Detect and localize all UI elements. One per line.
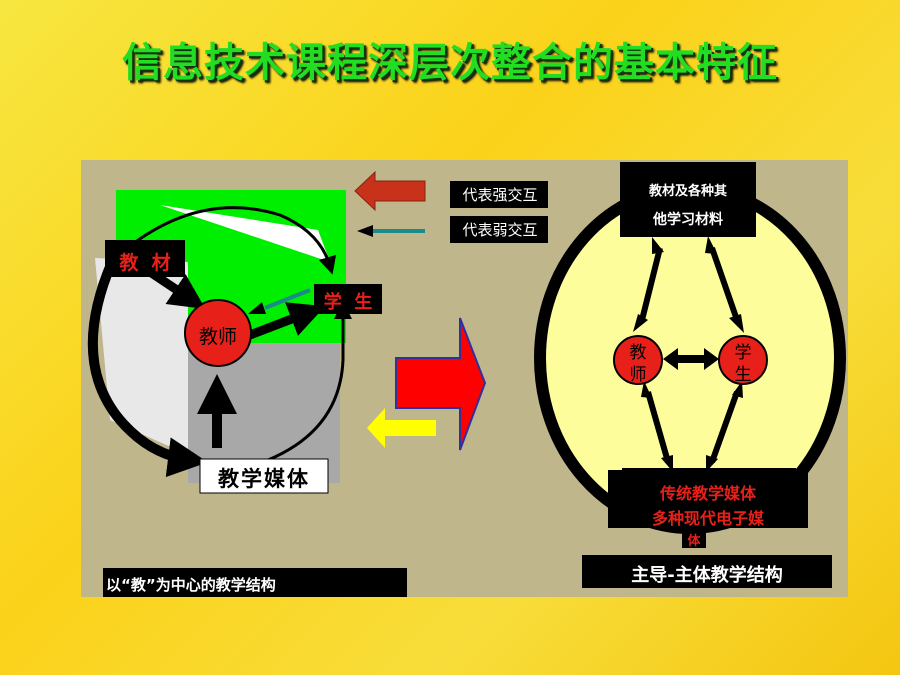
student-teacher-weak-head	[248, 302, 266, 314]
back-arrow	[367, 408, 436, 448]
media-label: 教学媒体	[218, 467, 310, 491]
strong-interaction-arrow	[354, 170, 426, 212]
legend-strong-label: 代表强交互	[462, 186, 538, 204]
top-arc-arrow	[124, 206, 337, 275]
left-arc-arrow	[87, 260, 208, 478]
legend-strong-box	[450, 181, 548, 208]
right-student-circle	[718, 335, 768, 385]
material-box	[105, 240, 185, 277]
right-teacher-label-1: 教	[629, 343, 647, 363]
left-caption: 以“教”为中心的教学结构	[106, 576, 276, 594]
materials-label-line2: 他学习材料	[653, 212, 723, 228]
right-media-label-1: 传统教学媒体	[659, 484, 756, 503]
page-title: 信息技术课程深层次整合的基本特征	[122, 40, 778, 86]
teacher-student-arrow	[248, 302, 326, 340]
legend-weak-label: 代表弱交互	[462, 221, 538, 239]
right-caption: 主导-主体教学结构	[631, 565, 783, 586]
right-arc-arrow	[267, 301, 352, 462]
material-teacher-line	[639, 247, 663, 321]
material-student-line	[709, 247, 740, 321]
student-media-line	[709, 390, 740, 464]
media-box	[199, 458, 329, 494]
left-caption-box	[103, 568, 407, 597]
transform-arrow	[395, 317, 487, 451]
right-student-label-2: 生	[734, 365, 752, 385]
student-teacher-weak-line	[264, 288, 311, 310]
legend-weak-box	[450, 216, 548, 243]
student-label: 学 生	[323, 292, 373, 313]
teacher-label: 教师	[198, 326, 237, 348]
right-teacher-label-2: 师	[629, 365, 647, 385]
right-media-label-3: 体	[687, 534, 701, 549]
right-student-label-1: 学	[734, 343, 752, 363]
teacher-circle	[184, 299, 252, 367]
white-wedge	[160, 205, 330, 262]
student-box	[314, 284, 382, 314]
right-caption-box	[582, 555, 832, 588]
right-teacher-circle	[613, 335, 663, 385]
right-media-label-2: 多种现代电子媒	[651, 509, 764, 528]
materials-box	[620, 162, 756, 237]
material-label: 教 材	[119, 252, 171, 274]
weak-interaction-head	[357, 225, 373, 237]
materials-label-line1: 教材及各种其	[648, 184, 727, 199]
teacher-media-line	[645, 391, 671, 463]
right-media-box	[608, 470, 808, 528]
